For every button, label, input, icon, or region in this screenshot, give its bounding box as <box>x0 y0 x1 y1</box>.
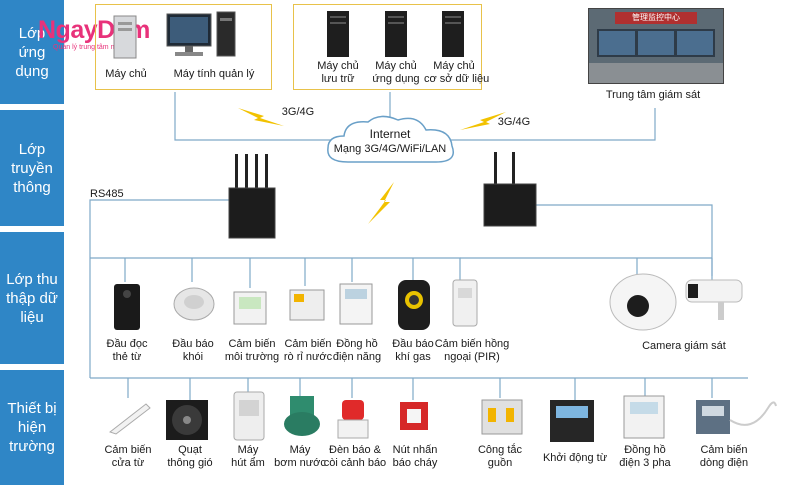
group-servers <box>293 4 482 90</box>
internet-label: Internet <box>369 127 411 141</box>
label-door-sensor: Cảm biến cửa từ <box>104 444 152 469</box>
wire-collect-bus <box>90 257 461 280</box>
gas-detector-icon <box>398 280 430 330</box>
label-server: Máy chủ <box>105 68 147 80</box>
label-smoke-detector: Đầu báo khói <box>172 338 214 363</box>
water-pump-icon <box>284 396 320 436</box>
group-server-pc <box>95 4 272 90</box>
power-switch-icon <box>481 399 523 435</box>
label-environment-sensor: Cảm biến môi trường <box>224 338 280 363</box>
current-sensor-icon <box>696 400 777 434</box>
label-fire-alarm-button: Nút nhấn báo cháy <box>392 444 438 469</box>
card-reader-icon <box>114 284 140 330</box>
wire-gateway-right <box>510 204 713 280</box>
label-current-sensor: Cảm biến dòng điện <box>699 444 749 469</box>
pir-sensor-icon <box>452 279 478 327</box>
dehumidifier-icon <box>233 391 265 441</box>
wire-top-bus <box>174 92 345 141</box>
label-gas-detector: Đầu báo khí gas <box>392 338 434 363</box>
three-phase-meter-icon <box>623 395 665 439</box>
label-dehumidifier: Máy hút ẩm <box>231 444 265 469</box>
label-management-pc: Máy tính quản lý <box>173 68 255 80</box>
server-tower-icon <box>113 15 137 59</box>
ventilation-fan-icon <box>166 400 208 440</box>
wire-gateway-left <box>89 199 250 378</box>
water-leak-sensor-icon <box>289 289 325 321</box>
link-label-left: 3G/4G <box>281 106 315 118</box>
rs485-label: RS485 <box>90 188 124 200</box>
label-surveillance-camera: Camera giám sát <box>642 340 726 352</box>
label-water-pump: Máy bơm nước <box>274 444 326 469</box>
smoke-detector-icon <box>173 287 215 321</box>
label-power-switch: Công tắc guồn <box>477 444 523 469</box>
energy-meter-icon <box>339 283 373 325</box>
label-database-server: Máy chủ cơ sở dữ liệu <box>424 60 490 85</box>
label-ventilation-fan: Quạt thông gió <box>167 444 213 469</box>
layer-collection: Lớp thu thập dữ liệu <box>0 232 64 364</box>
label-monitoring-center: Trung tâm giám sát <box>605 89 701 101</box>
label-three-phase-meter: Đồng hồ điện 3 pha <box>619 444 671 469</box>
layer-transport: Lớp truyền thông <box>0 110 64 226</box>
environment-sensor-icon <box>233 291 267 325</box>
brand-tagline: Quản lý trung tâm mát <box>53 44 123 51</box>
label-application-server: Máy chủ ứng dụng <box>372 60 420 85</box>
lightning-bolt-icon <box>238 108 284 126</box>
gateway-router-icon <box>483 152 537 227</box>
fire-alarm-button-icon <box>400 402 428 430</box>
wire-top-bus-right <box>440 108 656 141</box>
label-alarm-siren: Đèn báo & còi cảnh báo <box>323 444 387 469</box>
monitoring-center-sign: 管理监控中心 <box>615 12 697 24</box>
layer-field: Thiết bị hiện trường <box>0 370 64 485</box>
mobile-network-label: Mạng 3G/4G/WiFi/LAN <box>333 143 447 155</box>
label-contactor: Khởi động từ <box>542 452 608 464</box>
label-storage-server: Máy chủ lưu trữ <box>317 60 359 85</box>
dome-camera-icon <box>609 273 677 331</box>
label-card-reader: Đầu đọc thẻ từ <box>106 338 148 363</box>
label-pir-sensor: Cảm biến hồng ngoại (PIR) <box>434 338 510 363</box>
contactor-icon <box>550 400 594 442</box>
bullet-camera-icon <box>685 279 743 320</box>
link-label-right: 3G/4G <box>497 116 531 128</box>
database-server-rack-icon <box>442 11 464 57</box>
monitoring-center-photo: 管理监控中心 <box>588 8 724 84</box>
storage-server-rack-icon <box>327 11 349 57</box>
cloud-icon <box>327 115 454 163</box>
layer-application: Lớp ứng dụng <box>0 0 64 104</box>
gateway-router-icon <box>228 154 276 239</box>
label-water-leak-sensor: Cảm biến rò rỉ nước <box>283 338 333 363</box>
application-server-rack-icon <box>385 11 407 57</box>
door-sensor-icon <box>108 403 151 435</box>
lightning-bolt-icon <box>368 182 394 224</box>
lightning-bolt-icon <box>460 112 506 130</box>
desktop-computer-icon <box>166 11 236 57</box>
label-energy-meter: Đồng hồ điện năng <box>332 338 382 363</box>
alarm-light-siren-icon <box>337 400 369 439</box>
